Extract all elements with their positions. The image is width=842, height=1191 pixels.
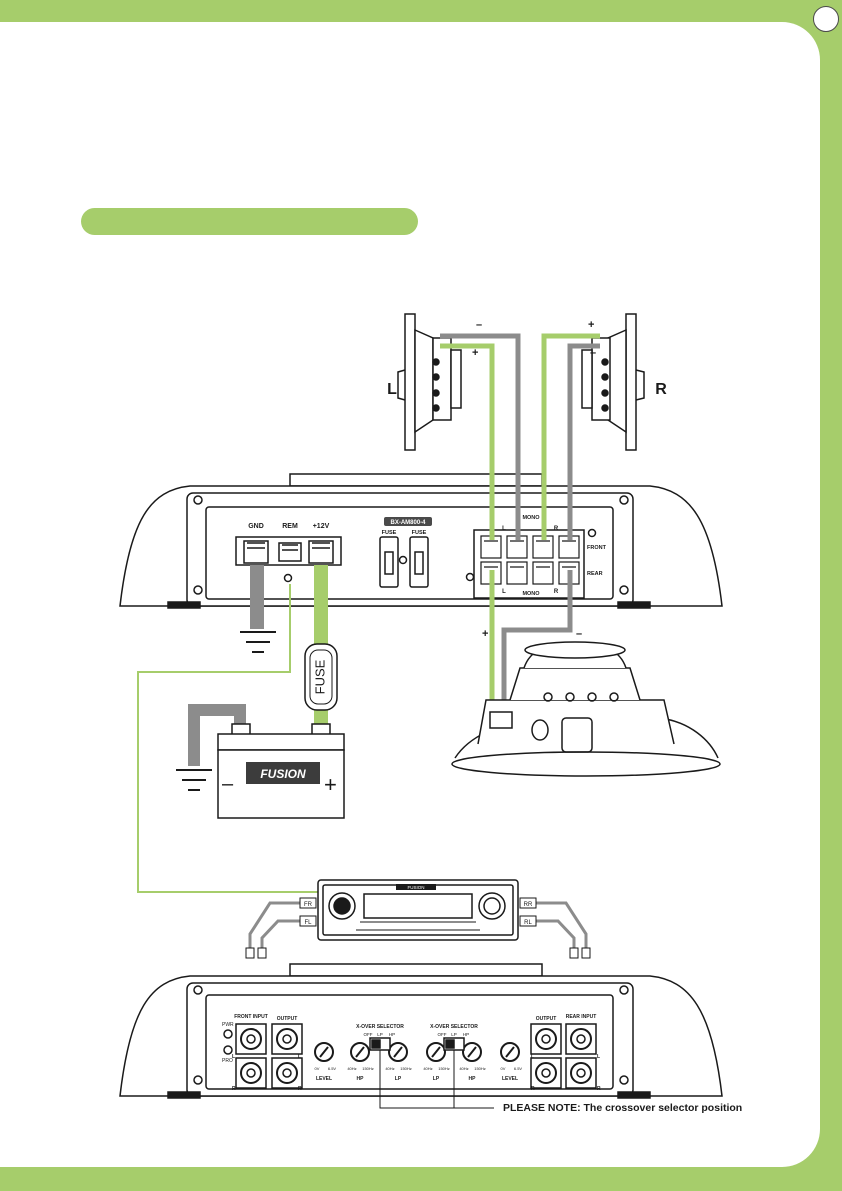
knob-fmin-1: 40Hz (347, 1066, 356, 1071)
right-plus-wire (541, 333, 600, 540)
knob-hp-label-1: HP (357, 1076, 365, 1082)
output-right-label: OUTPUT (536, 1016, 557, 1022)
switch-lp-1: LP (377, 1032, 383, 1037)
knob-vmax-1: 6.5V (328, 1066, 337, 1071)
jack-l-3: L (531, 1054, 534, 1060)
battery-ground-wire (188, 704, 246, 766)
sub-plus-label: + (482, 628, 488, 640)
rca-rl-label: RL (524, 920, 532, 926)
jack-l-4: L (597, 1054, 600, 1060)
rear-input-label: REAR INPUT (566, 1014, 597, 1020)
jack-r-4: R (597, 1086, 601, 1092)
switch-lp-2: LP (451, 1032, 457, 1037)
switch-off-1: OFF (364, 1032, 373, 1037)
rca-rr-label: RR (524, 902, 533, 908)
subwoofer (451, 641, 721, 777)
knob-fmin-3: 40Hz (423, 1066, 432, 1071)
rem-terminal-label: REM (282, 523, 298, 530)
rear-label: REAR (587, 571, 603, 577)
power-wires (137, 565, 328, 893)
ground-symbol-amp (240, 631, 276, 653)
battery-minus: – (222, 773, 234, 795)
knob-lp-label-2: LP (433, 1076, 440, 1082)
right-speaker (581, 313, 645, 451)
rear-l-label: L (502, 589, 506, 595)
section-title-bar (81, 208, 418, 235)
inline-fuse (304, 643, 338, 711)
xover-selector-label-2: X-OVER SELECTOR (430, 1024, 478, 1030)
knob-fmin-4: 40Hz (459, 1066, 468, 1071)
xover-selector-label-1: X-OVER SELECTOR (356, 1024, 404, 1030)
jack-l-1: L (232, 1054, 235, 1060)
crossover-note: PLEASE NOTE: The crossover selector posi… (503, 1102, 742, 1114)
output-left-label: OUTPUT (277, 1016, 298, 1022)
ground-symbol-battery (176, 769, 212, 791)
head-unit (317, 879, 519, 941)
right-speaker-label: R (655, 381, 667, 398)
front-l-label: L (502, 526, 506, 532)
speaker-wires (440, 333, 600, 704)
switch-hp-1: HP (389, 1032, 395, 1037)
knob-lp-label-1: LP (395, 1076, 402, 1082)
jack-r-3: R (531, 1086, 535, 1092)
pwr-label: PWR (222, 1022, 234, 1028)
knob-fmax-2: 150Hz (400, 1066, 412, 1071)
knob-vmin-2: 0V (501, 1066, 506, 1071)
left-plus-label: + (472, 347, 478, 359)
left-minus-wire (440, 333, 521, 540)
inline-fuse-label: FUSE (312, 659, 327, 694)
knob-fmax-4: 150Hz (474, 1066, 486, 1071)
jack-r-1: R (232, 1086, 236, 1092)
sub-minus-label: – (576, 628, 582, 640)
knob-fmax-3: 150Hz (438, 1066, 450, 1071)
pro-label: PRO (222, 1058, 233, 1064)
knob-fmin-2: 40Hz (385, 1066, 394, 1071)
amp-model-label: BX-AM800-4 (390, 520, 426, 526)
fuse-label-1: FUSE (382, 530, 397, 536)
mono-label-top: MONO (522, 515, 540, 521)
rca-fl-label: FL (304, 920, 312, 926)
amplifier-bottom (119, 963, 723, 1109)
switch-hp-2: HP (463, 1032, 469, 1037)
left-speaker-label: L (387, 381, 397, 398)
left-minus-label: – (476, 319, 482, 331)
gnd-terminal-label: GND (248, 523, 264, 530)
front-label: FRONT (587, 545, 607, 551)
right-plus-label: + (588, 319, 594, 331)
jack-r-2: R (298, 1086, 302, 1092)
fuse-label-2: FUSE (412, 530, 427, 536)
knob-vmax-2: 6.5V (514, 1066, 523, 1071)
knob-hp-label-2: HP (469, 1076, 477, 1082)
jack-l-2: L (298, 1054, 301, 1060)
switch-off-2: OFF (438, 1032, 447, 1037)
front-r-label: R (554, 526, 559, 532)
knob-level-label-2: LEVEL (502, 1076, 518, 1082)
head-unit-brand: FUSION (407, 885, 424, 890)
amplifier-top (119, 473, 723, 609)
rear-r-label: R (554, 589, 559, 595)
right-minus-label: – (590, 347, 596, 359)
battery-plus: + (324, 772, 337, 797)
sub-minus-wire (501, 570, 573, 704)
battery-brand: FUSION (260, 767, 306, 781)
knob-vmin-1: 0V (315, 1066, 320, 1071)
remote-wire (137, 584, 318, 893)
left-speaker (397, 313, 462, 451)
power-terminal-label: +12V (313, 523, 330, 530)
knob-level-label-1: LEVEL (316, 1076, 332, 1082)
front-input-label: FRONT INPUT (234, 1014, 268, 1020)
binder-hole (813, 6, 839, 32)
rca-plugs (245, 897, 591, 959)
left-plus-wire (440, 343, 495, 540)
amp-top-labels: GND REM +12V BX-AM800-4 FUSE FUSE FRONT … (248, 515, 606, 597)
amp-bottom-labels: PWR PRO FRONT INPUT OUTPUT OUTPUT REAR I… (222, 1014, 601, 1092)
rca-cables (248, 901, 588, 948)
knob-fmax-1: 150Hz (362, 1066, 374, 1071)
right-minus-wire (567, 343, 600, 540)
battery (176, 704, 345, 819)
mono-label-bottom: MONO (522, 591, 540, 597)
rca-fr-label: FR (304, 902, 313, 908)
